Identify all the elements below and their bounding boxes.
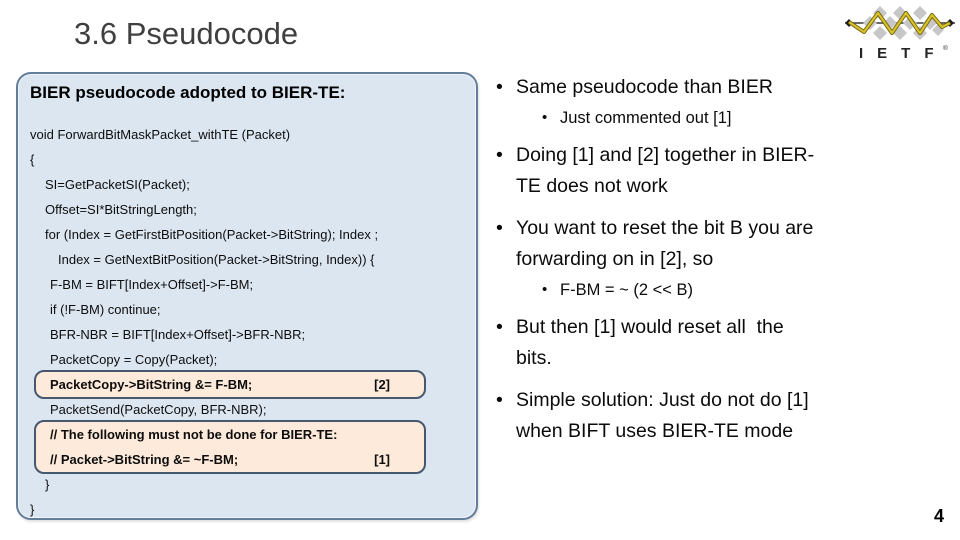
code-line: F-BM = BIFT[Index+Offset]->F-BM; — [30, 272, 468, 297]
bullet-item: Simple solution: Just do not do [1] when… — [494, 385, 952, 447]
bullet-item: You want to reset the bit B you are forw… — [494, 213, 952, 275]
bullet-item: But then [1] would reset all the bits. — [494, 312, 952, 374]
code-line: void ForwardBitMaskPacket_withTE (Packet… — [30, 122, 468, 147]
code-line: { — [30, 147, 468, 172]
sub-bullet-item: Just commented out [1] — [494, 107, 952, 129]
code-line: PacketSend(PacketCopy, BFR-NBR); — [30, 397, 468, 422]
code-line: for (Index = GetFirstBitPosition(Packet-… — [30, 222, 468, 247]
code-line: } — [30, 497, 468, 522]
pseudocode-panel-heading: BIER pseudocode adopted to BIER-TE: — [30, 83, 346, 102]
bullet-list: Same pseudocode than BIER Just commented … — [494, 61, 952, 447]
code-line: // Packet->BitString &= ~F-BM; [1] — [36, 447, 424, 472]
page-number: 4 — [933, 506, 944, 526]
code-text: // Packet->BitString &= ~F-BM; — [50, 452, 239, 467]
code-line: } — [30, 472, 468, 497]
slide-title: 3.6 Pseudocode — [74, 16, 299, 51]
code-line: Offset=SI*BitStringLength; — [30, 197, 468, 222]
code-line: PacketCopy->BitString &= F-BM; [2] — [36, 372, 424, 397]
code-ref-tag: [1] — [374, 452, 390, 467]
code-text: Offset=SI*BitStringLength; — [45, 202, 197, 217]
pseudocode-panel: BIER pseudocode adopted to BIER-TE: void… — [16, 72, 478, 520]
code-text: SI=GetPacketSI(Packet); — [45, 177, 190, 192]
code-text: if (!F-BM) continue; — [50, 302, 161, 317]
code-text: Index = GetNextBitPosition(Packet->BitSt… — [58, 252, 375, 267]
bullet-item: Doing [1] and [2] together in BIER- TE d… — [494, 140, 952, 202]
bullet-item: Same pseudocode than BIER — [494, 72, 952, 103]
svg-text:®: ® — [943, 44, 948, 52]
code-line: if (!F-BM) continue; — [30, 297, 468, 322]
code-text: PacketCopy->BitString &= F-BM; — [50, 377, 253, 392]
highlight-box-1: // The following must not be done for BI… — [34, 420, 426, 474]
highlight-box-2: PacketCopy->BitString &= F-BM; [2] — [34, 370, 426, 399]
code-text: BFR-NBR = BIFT[Index+Offset]->BFR-NBR; — [50, 327, 306, 342]
code-text: PacketCopy = Copy(Packet); — [50, 352, 218, 367]
code-text: void ForwardBitMaskPacket_withTE (Packet… — [30, 127, 291, 142]
code-text: } — [30, 502, 35, 517]
code-line: Index = GetNextBitPosition(Packet->BitSt… — [30, 247, 468, 272]
sub-bullet-item: F-BM = ~ (2 << B) — [494, 279, 952, 301]
ietf-logo-text: IETF ® — [859, 44, 948, 62]
code-ref-tag: [2] — [374, 377, 390, 392]
code-body: void ForwardBitMaskPacket_withTE (Packet… — [30, 122, 468, 522]
code-line: // The following must not be done for BI… — [36, 422, 424, 447]
code-text: F-BM = BIFT[Index+Offset]->F-BM; — [50, 277, 254, 292]
svg-text:IETF: IETF — [859, 45, 948, 62]
code-text: for (Index = GetFirstBitPosition(Packet-… — [45, 227, 379, 242]
code-line: BFR-NBR = BIFT[Index+Offset]->BFR-NBR; — [30, 322, 468, 347]
code-text: PacketSend(PacketCopy, BFR-NBR); — [50, 402, 267, 417]
code-text: } — [45, 477, 50, 492]
code-text: { — [30, 152, 35, 167]
code-line: PacketCopy = Copy(Packet); — [30, 347, 468, 372]
code-line: SI=GetPacketSI(Packet); — [30, 172, 468, 197]
code-text: // The following must not be done for BI… — [50, 427, 338, 442]
ietf-logo-icon: IETF ® — [845, 6, 955, 62]
ietf-zigzag-icon — [847, 11, 951, 35]
